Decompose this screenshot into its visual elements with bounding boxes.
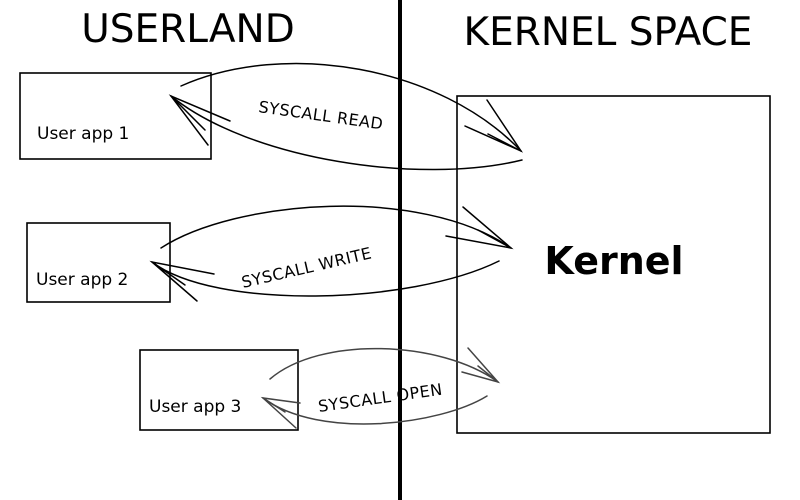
syscall-read-left-arrowhead	[168, 94, 231, 146]
user-app-1-box	[19, 72, 212, 160]
kernel-box	[456, 95, 771, 434]
syscall-read-right-arrowhead	[464, 99, 524, 153]
user-app-3-box	[139, 349, 299, 431]
syscall-read-lower-arc	[170, 95, 523, 171]
syscall-open-lower-arc	[262, 395, 488, 425]
user-app-2-box	[26, 222, 171, 303]
syscall-write-label: SYSCALL WRITE	[240, 243, 374, 291]
user-app-1-label: User app 1	[37, 124, 129, 144]
kernel-label: Kernel	[544, 239, 683, 283]
syscall-write-lower-arc	[151, 260, 500, 297]
user-app-2-label: User app 2	[36, 270, 128, 290]
syscall-open-left-arrowhead	[260, 396, 301, 429]
user-app-3-label: User app 3	[149, 397, 241, 417]
syscall-open-right-arrowhead	[461, 347, 501, 384]
syscall-open-arrows	[260, 347, 501, 429]
syscall-open-upper-arc	[269, 347, 499, 383]
syscall-write-upper-arc	[160, 205, 512, 249]
syscall-open-label: SYSCALL OPEN	[317, 380, 444, 416]
syscall-read-upper-arc	[180, 62, 522, 152]
syscall-read-label: SYSCALL READ	[257, 97, 384, 133]
syscall-write-arrows	[149, 205, 514, 302]
kernel-space-title: KERNEL SPACE	[464, 10, 753, 55]
userland-title: USERLAND	[81, 7, 295, 52]
syscall-write-right-arrowhead	[445, 206, 514, 250]
syscall-read-arrows	[168, 62, 524, 171]
syscall-write-left-arrowhead	[149, 260, 215, 302]
